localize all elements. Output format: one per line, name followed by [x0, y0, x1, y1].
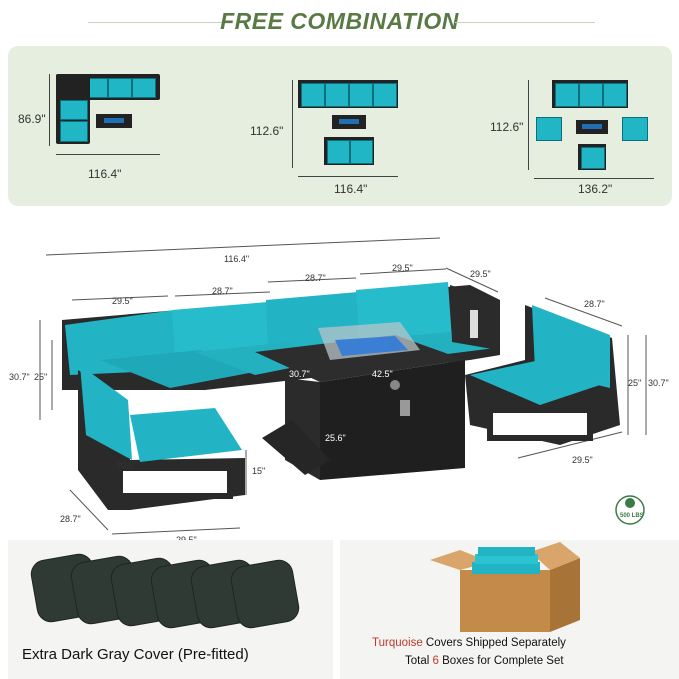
layout2-seat [349, 83, 373, 107]
layout2-seat [373, 83, 397, 107]
sofa-set-illustration [39, 237, 647, 535]
dim-line [267, 277, 357, 283]
layout2-width: 116.4" [334, 182, 368, 196]
tank-cover [262, 420, 330, 475]
shipping-note-2-post: Boxes for Complete Set [438, 655, 564, 667]
layout-straight-plus-loveseat [298, 80, 398, 170]
dim-line [174, 291, 271, 297]
dim-corner-seat-height: 15" [252, 466, 266, 476]
dim-cushion: 4" [235, 378, 244, 388]
shipping-box-count: 6 [432, 655, 439, 667]
layout1-seat [60, 100, 88, 120]
dim-right-seat-height: 25" [628, 378, 642, 388]
dim-corner-depth: 29.5" [470, 269, 491, 279]
layout2-seat [325, 83, 349, 107]
layout2-fire-burner [339, 119, 359, 124]
corner-frame-opening [117, 465, 233, 499]
turquoise-cover [475, 554, 538, 564]
dim-line [445, 267, 499, 293]
shipping-note-1-rest: Covers Shipped Separately [422, 637, 566, 649]
dim-table-depth: 30.7" [289, 369, 310, 379]
layout3-seat [555, 83, 579, 107]
layout1-seat [60, 121, 88, 142]
dim-seat-3: 28.7" [305, 273, 326, 283]
layout2-seat [327, 140, 350, 164]
dim-line [359, 268, 447, 275]
header: FREE COMBINATION [0, 0, 679, 46]
fire-table-front [320, 360, 465, 480]
right-chair-opening [487, 407, 593, 441]
dim-line [517, 431, 623, 459]
dim-seat-2: 28.7" [212, 286, 233, 296]
dim-table-height: 25.6" [325, 433, 346, 443]
layout-l-shape [56, 74, 160, 144]
box-front [460, 570, 550, 632]
fire-flame [335, 336, 408, 356]
right-arm-slot [470, 310, 478, 338]
layout1-width-line [56, 154, 160, 155]
fire-tag [400, 400, 410, 416]
layout2-seat [301, 83, 325, 107]
dim-corner-arm: 30.0" [116, 460, 137, 470]
corner-back-cushion [80, 365, 132, 460]
layout2-height: 112.6" [250, 124, 284, 138]
dim-total-width: 116.4" [224, 254, 250, 264]
box-side [550, 558, 580, 632]
layout3-width-line [534, 178, 654, 179]
shipping-box-illustration [430, 542, 580, 632]
corner-seat-cushion [130, 408, 242, 462]
load-badge-text: 500 LBS [620, 513, 644, 519]
layout1-width: 116.4" [88, 167, 122, 181]
turquoise-cover [478, 547, 535, 556]
box-flap [530, 542, 580, 570]
dim-line [544, 297, 623, 327]
dim-right-height: 30.7" [648, 378, 669, 388]
shipping-note-1: Turquoise Covers Shipped Separately [372, 637, 672, 649]
layout1-height: 86.9" [18, 112, 46, 126]
layout1-seat [132, 78, 156, 98]
gray-cover [230, 559, 300, 629]
right-chair-seat-cushion [470, 360, 600, 405]
layout3-width: 136.2" [578, 182, 613, 196]
title-divider-right [455, 22, 595, 23]
gray-covers-illustration [30, 553, 300, 629]
layout3-height-line [528, 80, 529, 170]
layout2-seat [350, 140, 373, 164]
layout3-chair [536, 117, 562, 141]
page-title: FREE COMBINATION [220, 8, 459, 34]
covers-label: Extra Dark Gray Cover (Pre-fitted) [22, 646, 249, 663]
dim-corner-side-depth: 28.7" [60, 514, 81, 524]
dim-left-height: 30.7" [9, 372, 30, 382]
layout3-chair [622, 117, 648, 141]
turquoise-cover [472, 562, 540, 574]
dim-table-width: 42.5" [372, 369, 393, 379]
total-width-line [45, 237, 441, 256]
title-divider-left [88, 22, 228, 23]
layout3-chair [581, 147, 605, 169]
layout1-fire-burner [104, 118, 124, 123]
dim-line [69, 489, 109, 531]
load-badge [615, 495, 645, 525]
layout3-seat [579, 83, 603, 107]
shipping-note-2-pre: Total [405, 655, 433, 667]
layout3-height: 112.6" [490, 120, 524, 134]
layout1-seat [108, 78, 132, 98]
fire-knob [390, 380, 400, 390]
dim-chair-width: 28.7" [584, 299, 605, 309]
shipping-accent: Turquoise [372, 637, 423, 649]
layout1-height-line [49, 74, 50, 146]
layout2-height-line [292, 80, 293, 168]
dim-left-seat-height: 25" [34, 372, 48, 382]
dim-seat-1: 29.5" [112, 296, 133, 306]
shipping-note-2: Total 6 Boxes for Complete Set [405, 655, 564, 667]
dim-seat-4: 29.5" [392, 263, 413, 273]
layout-separated [534, 80, 654, 170]
layout2-width-line [298, 176, 398, 177]
dim-chair-depth: 29.5" [572, 455, 593, 465]
layout3-seat [603, 83, 627, 107]
dim-line [71, 295, 169, 301]
layout3-fire-burner [582, 124, 602, 129]
dim-line [111, 527, 241, 535]
